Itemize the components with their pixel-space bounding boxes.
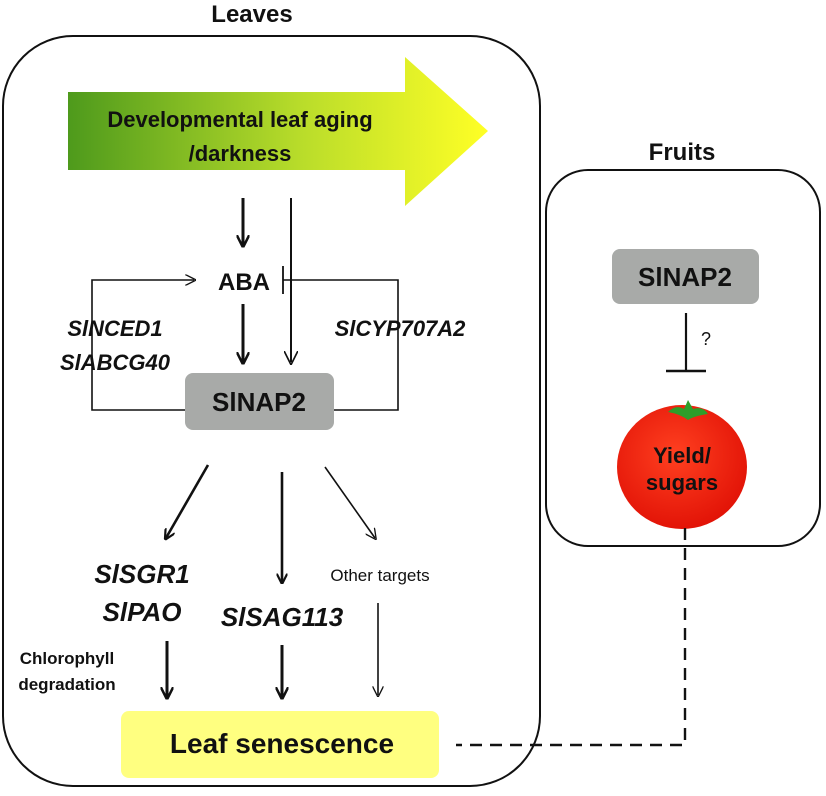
senescence-label: Leaf senescence bbox=[170, 728, 394, 759]
loop-nap2-to-aba bbox=[91, 280, 194, 411]
arrow-nap2-to-other bbox=[324, 466, 375, 538]
tomato-stem-icon bbox=[668, 400, 708, 420]
chlorophyll-label-2: degradation bbox=[18, 675, 115, 694]
gene-slnced1: SlNCED1 bbox=[67, 316, 162, 341]
loop-nap2-inhibits-aba bbox=[283, 279, 399, 411]
gene-slcyp707a2: SlCYP707A2 bbox=[335, 316, 467, 341]
tomato-icon bbox=[617, 405, 747, 529]
aging-arrow bbox=[68, 57, 488, 206]
leaves-panel bbox=[2, 35, 541, 787]
fruits-title: Fruits bbox=[649, 139, 716, 166]
gene-slabcg40: SlABCG40 bbox=[60, 350, 171, 375]
fruits-panel bbox=[545, 169, 821, 547]
gene-slpao: SlPAO bbox=[103, 597, 182, 627]
other-targets-label: Other targets bbox=[330, 566, 429, 585]
aging-arrow-label-1: Developmental leaf aging bbox=[107, 107, 372, 132]
nap2-label-fruits: SlNAP2 bbox=[638, 262, 732, 292]
question-mark: ? bbox=[701, 329, 711, 349]
tomato-label-1: Yield/ bbox=[653, 443, 711, 468]
gene-slsag113: SlSAG113 bbox=[221, 602, 344, 632]
gene-slsgr1: SlSGR1 bbox=[94, 559, 189, 589]
nap2-box-leaves bbox=[185, 373, 334, 430]
nap2-label-leaves: SlNAP2 bbox=[212, 387, 306, 417]
chlorophyll-label-1: Chlorophyll bbox=[20, 649, 114, 668]
aging-arrow-label-2: /darkness bbox=[189, 141, 292, 166]
aba-label: ABA bbox=[218, 269, 270, 296]
tomato-label-2: sugars bbox=[646, 470, 718, 495]
arrow-nap2-to-sgr1 bbox=[166, 464, 210, 538]
leaves-title: Leaves bbox=[211, 1, 292, 28]
dashed-connector bbox=[456, 528, 687, 747]
senescence-box bbox=[121, 711, 439, 778]
nap2-box-fruits bbox=[612, 249, 759, 304]
